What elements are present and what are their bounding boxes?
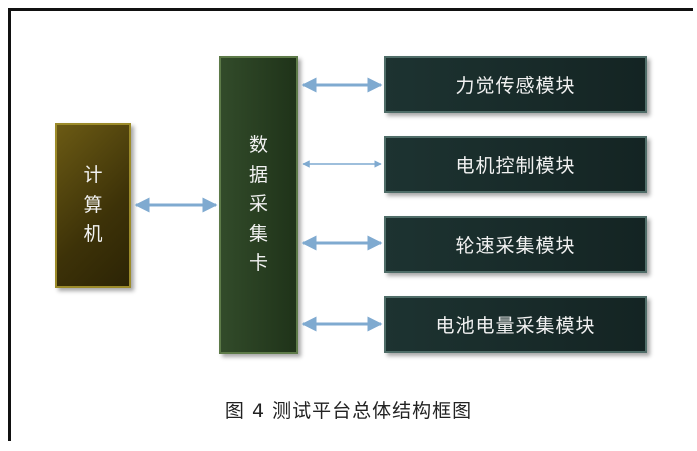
computer-label-char: 算: [83, 193, 103, 216]
module-wheel-speed: 轮速采集模块: [384, 216, 647, 273]
computer-label-char: 机: [83, 223, 103, 246]
computer-label: 计 算 机: [83, 161, 102, 249]
frame-left-border: [8, 8, 11, 441]
frame-top-border: [8, 8, 693, 11]
daq-card-label-char: 集: [248, 222, 268, 245]
computer-label-char: 计: [83, 164, 103, 187]
daq-card-label-char: 据: [248, 163, 268, 186]
daq-card-label-char: 采: [248, 193, 268, 216]
computer-box: 计 算 机: [55, 123, 131, 288]
module-motor-control: 电机控制模块: [384, 136, 647, 193]
module-battery-level: 电池电量采集模块: [384, 296, 647, 353]
module-label: 电机控制模块: [455, 155, 576, 177]
figure-caption: 图 4 测试平台总体结构框图: [224, 400, 473, 422]
module-label: 轮速采集模块: [455, 235, 576, 257]
module-label: 力觉传感模块: [455, 75, 576, 97]
daq-card-label-char: 数: [248, 134, 268, 157]
module-force-sensing: 力觉传感模块: [384, 56, 647, 113]
daq-card-label: 数 据 采 集 卡: [249, 131, 268, 278]
daq-card-label-char: 卡: [248, 252, 268, 275]
daq-card-box: 数 据 采 集 卡: [219, 56, 298, 354]
module-label: 电池电量采集模块: [435, 315, 596, 337]
